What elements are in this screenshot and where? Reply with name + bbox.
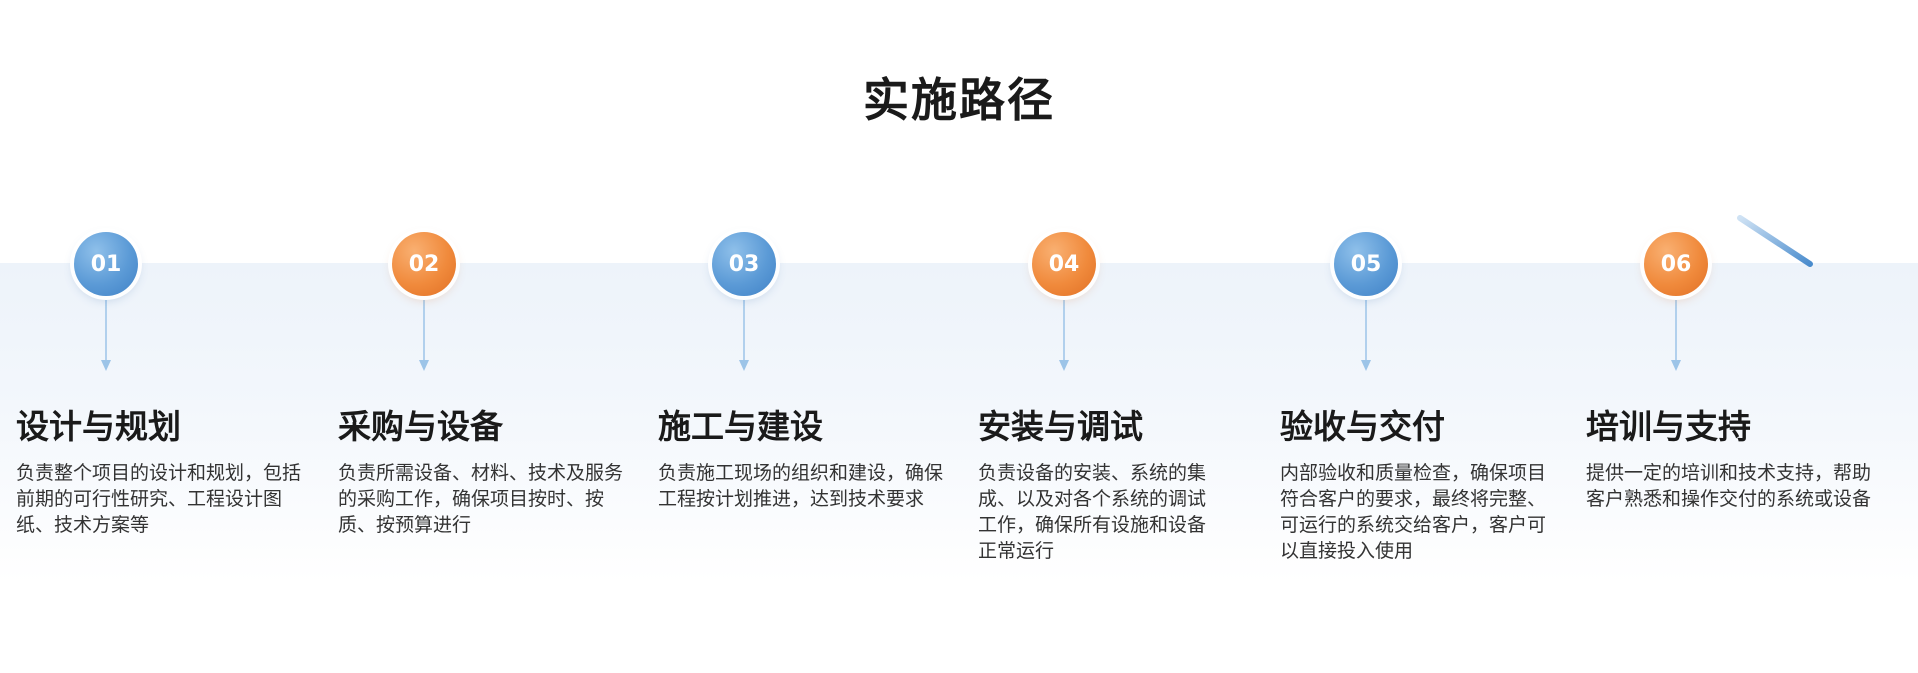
step-title: 设计与规划: [16, 407, 181, 446]
step-number-badge: 03: [712, 232, 776, 296]
step-number-badge: 06: [1644, 232, 1708, 296]
page-title: 实施路径: [863, 73, 1055, 127]
step-description: 内部验收和质量检查，确保项目符合客户的要求，最终将完整、可运行的系统交给客户，客…: [1280, 462, 1547, 562]
step-title: 施工与建设: [658, 407, 823, 446]
step-connector-arrow: [1361, 360, 1371, 371]
timeline-arrow-head: [1737, 215, 1813, 267]
step-title: 培训与支持: [1586, 407, 1751, 446]
step-connector-arrow: [1059, 360, 1069, 371]
step-description: 负责施工现场的组织和建设，确保工程按计划推进，达到技术要求: [658, 462, 944, 510]
step-number-badge: 05: [1334, 232, 1398, 296]
step-description: 负责设备的安装、系统的集成、以及对各个系统的调试工作，确保所有设施和设备正常运行: [978, 462, 1207, 562]
step-connector-arrow: [101, 360, 111, 371]
step-title: 安装与调试: [978, 407, 1143, 446]
step-number-badge: 04: [1032, 232, 1096, 296]
step-connector-arrow: [739, 360, 749, 371]
step-number-badge: 02: [392, 232, 456, 296]
step-number-badge: 01: [74, 232, 138, 296]
step-connector-arrow: [419, 360, 429, 371]
step-title: 采购与设备: [338, 407, 503, 446]
step-description: 负责整个项目的设计和规划，包括前期的可行性研究、工程设计图纸、技术方案等: [16, 462, 302, 536]
timeline-track: [0, 215, 1813, 371]
step-description: 负责所需设备、材料、技术及服务的采购工作，确保项目按时、按质、按预算进行: [338, 462, 624, 536]
step-description: 提供一定的培训和技术支持，帮助客户熟悉和操作交付的系统或设备: [1586, 462, 1872, 510]
step-title: 验收与交付: [1280, 407, 1445, 446]
background-band: [0, 263, 1918, 583]
step-connector-arrow: [1671, 360, 1681, 371]
